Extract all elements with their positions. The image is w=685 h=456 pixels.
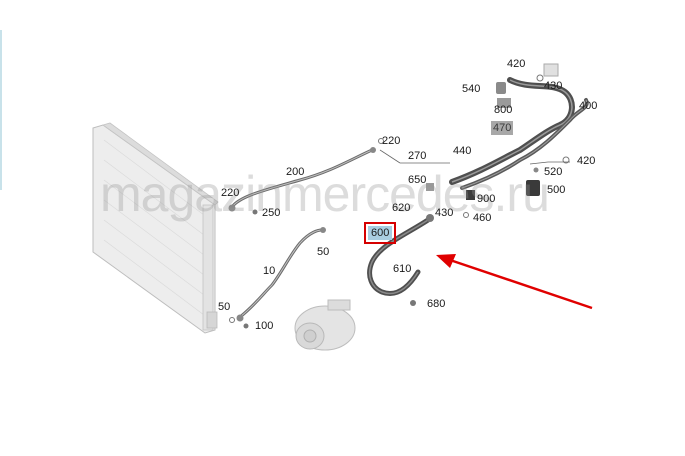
part-label-200[interactable]: 200	[286, 166, 305, 178]
part-50-seal	[229, 317, 235, 323]
part-label-600-selected[interactable]: 600	[363, 222, 397, 244]
part-label-420[interactable]: 420	[507, 58, 526, 70]
part-label-250[interactable]: 250	[262, 207, 281, 219]
watermark-text: magazinmercedes.ru	[100, 166, 550, 222]
part-label-50[interactable]: 50	[317, 246, 330, 258]
part-label-680[interactable]: 680	[427, 298, 446, 310]
ac-compressor	[294, 299, 356, 351]
part-420-top	[543, 63, 559, 77]
part-label-10[interactable]: 10	[263, 265, 276, 277]
part-label-420-b[interactable]: 420	[577, 155, 596, 167]
part-500	[526, 180, 540, 196]
part-label-800[interactable]: 800	[494, 104, 513, 116]
part-label-470[interactable]: 470	[491, 121, 514, 135]
condenser	[92, 122, 219, 334]
page-edge-marker	[0, 30, 2, 190]
part-label-900[interactable]: 900	[477, 193, 496, 205]
part-label-650[interactable]: 650	[408, 174, 427, 186]
leader-lines	[379, 149, 570, 165]
part-430-seal	[536, 74, 544, 82]
part-540	[496, 82, 506, 94]
part-label-430-b[interactable]: 430	[435, 207, 454, 219]
part-label-500[interactable]: 500	[547, 184, 566, 196]
part-label-430[interactable]: 430	[544, 80, 563, 92]
part-460-seal	[463, 212, 469, 218]
line-10	[238, 228, 324, 319]
red-pointer-arrow	[436, 254, 593, 310]
part-520-seal	[533, 167, 539, 173]
part-420-seal	[562, 156, 570, 164]
part-680-bolt	[410, 300, 416, 306]
part-220-seal	[378, 138, 384, 144]
main-lines	[449, 77, 589, 190]
part-label-460[interactable]: 460	[473, 212, 492, 224]
part-label-220[interactable]: 220	[382, 135, 401, 147]
part-label-440[interactable]: 440	[453, 145, 472, 157]
part-label-270[interactable]: 270	[408, 150, 427, 162]
part-label-400[interactable]: 400	[579, 100, 598, 112]
part-900	[466, 190, 475, 200]
part-100-seal	[243, 323, 249, 329]
part-label-50-b[interactable]: 50	[218, 301, 231, 313]
part-650	[426, 183, 434, 191]
part-label-100[interactable]: 100	[255, 320, 274, 332]
part-label-540[interactable]: 540	[462, 83, 481, 95]
part-label-520[interactable]: 520	[544, 166, 563, 178]
part-250-seal	[252, 209, 258, 215]
part-label-610[interactable]: 610	[393, 263, 412, 275]
part-label-220-b[interactable]: 220	[221, 187, 240, 199]
part-label-620[interactable]: 620	[392, 202, 411, 214]
part-800	[497, 98, 511, 108]
